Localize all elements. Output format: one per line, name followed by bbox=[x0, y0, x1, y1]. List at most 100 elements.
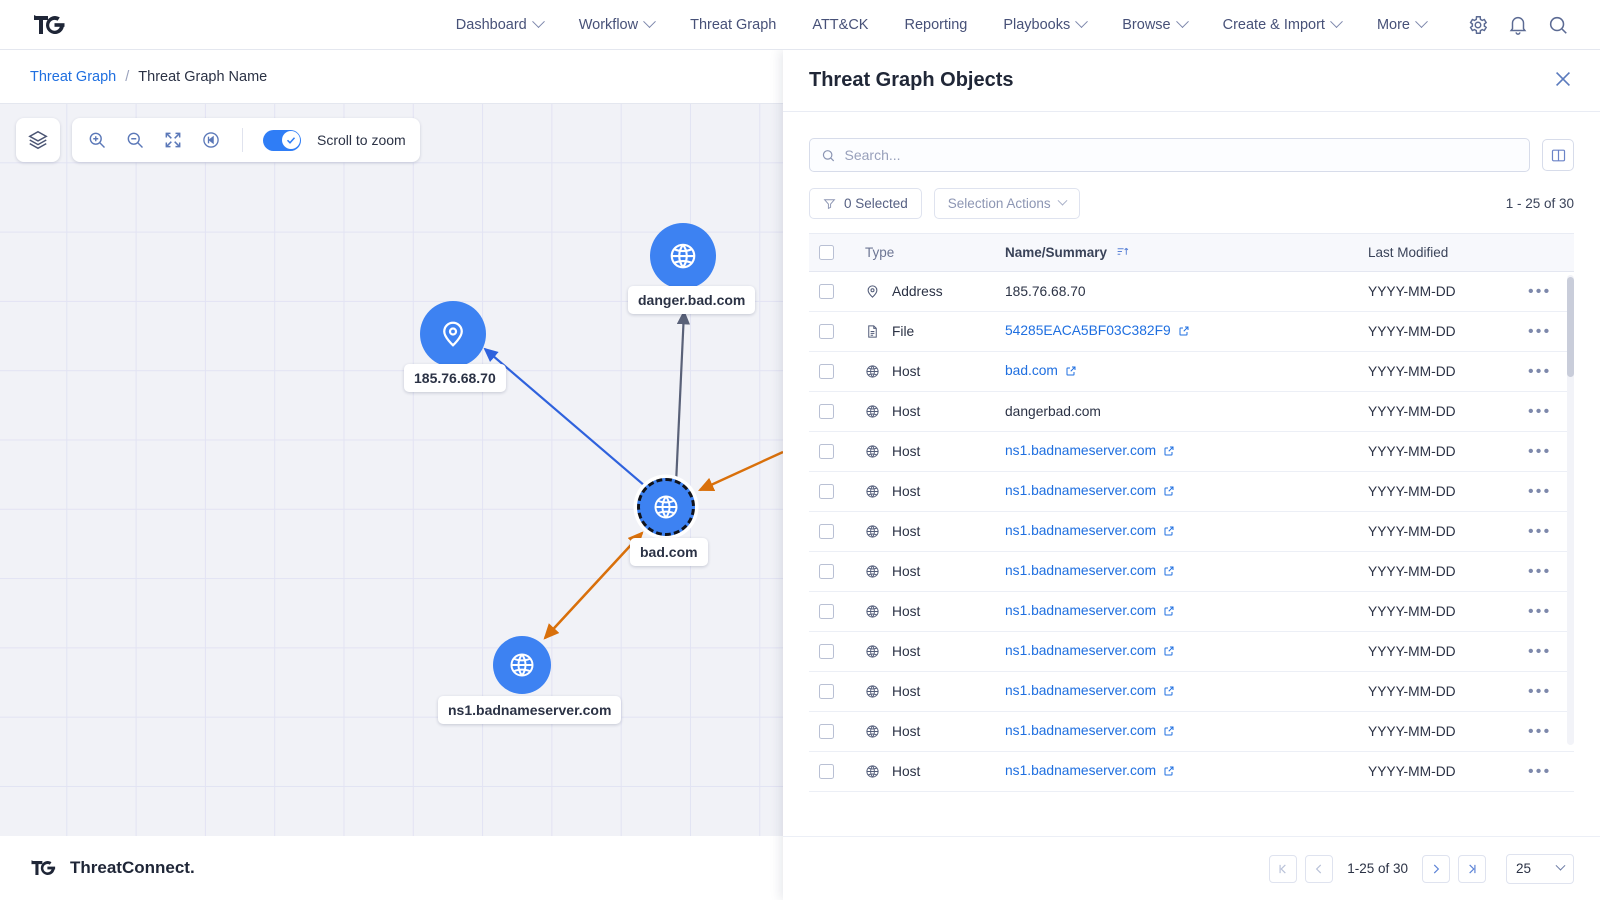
split-panel-icon[interactable] bbox=[1542, 139, 1574, 171]
row-name-cell[interactable]: ns1.badnameserver.com bbox=[995, 551, 1358, 592]
row-actions-menu-icon[interactable]: ••• bbox=[1518, 711, 1574, 752]
header-type[interactable]: Type bbox=[855, 233, 995, 272]
row-checkbox-cell[interactable] bbox=[809, 311, 855, 352]
reset-view-icon[interactable] bbox=[200, 129, 222, 151]
nav-item-more[interactable]: More bbox=[1359, 0, 1444, 50]
row-checkbox[interactable] bbox=[819, 284, 834, 299]
graph-node-label-danger-bad-com[interactable]: danger.bad.com bbox=[628, 286, 756, 314]
scroll-to-zoom-toggle[interactable] bbox=[263, 129, 301, 151]
search-box[interactable] bbox=[809, 138, 1530, 172]
graph-node-bad-com[interactable] bbox=[637, 478, 695, 536]
threat-graph-canvas[interactable]: danger.bad.com 185.76.68.70 bad.com ns1.… bbox=[0, 104, 783, 836]
row-name-value[interactable]: ns1.badnameserver.com bbox=[1005, 523, 1157, 538]
open-external-icon[interactable] bbox=[1163, 445, 1175, 460]
open-external-icon[interactable] bbox=[1163, 645, 1175, 660]
row-actions-menu-icon[interactable]: ••• bbox=[1518, 471, 1574, 512]
selection-actions-button[interactable]: Selection Actions bbox=[933, 188, 1080, 219]
header-select-all[interactable] bbox=[809, 233, 855, 272]
next-page-icon[interactable] bbox=[1422, 854, 1450, 883]
row-checkbox[interactable] bbox=[819, 684, 834, 699]
row-name-cell[interactable]: 185.76.68.70 bbox=[995, 271, 1358, 312]
row-checkbox[interactable] bbox=[819, 404, 834, 419]
graph-node-danger-bad-com[interactable] bbox=[650, 223, 716, 289]
row-actions-menu-icon[interactable]: ••• bbox=[1518, 551, 1574, 592]
graph-node-label-address[interactable]: 185.76.68.70 bbox=[404, 364, 506, 392]
row-name-cell[interactable]: ns1.badnameserver.com bbox=[995, 711, 1358, 752]
graph-node-label-ns1[interactable]: ns1.badnameserver.com bbox=[438, 696, 622, 724]
row-checkbox[interactable] bbox=[819, 364, 834, 379]
open-external-icon[interactable] bbox=[1163, 525, 1175, 540]
row-name-cell[interactable]: ns1.badnameserver.com bbox=[995, 471, 1358, 512]
select-all-checkbox[interactable] bbox=[819, 245, 834, 260]
nav-item-browse[interactable]: Browse bbox=[1104, 0, 1204, 50]
row-name-value[interactable]: ns1.badnameserver.com bbox=[1005, 603, 1157, 618]
previous-page-icon[interactable] bbox=[1305, 854, 1334, 883]
zoom-out-icon[interactable] bbox=[124, 129, 146, 151]
row-name-cell[interactable]: ns1.badnameserver.com bbox=[995, 591, 1358, 632]
selected-count-button[interactable]: 0 Selected bbox=[809, 188, 922, 219]
search-icon[interactable] bbox=[1546, 13, 1570, 37]
row-checkbox-cell[interactable] bbox=[809, 711, 855, 752]
last-page-icon[interactable] bbox=[1458, 854, 1486, 883]
row-name-value[interactable]: bad.com bbox=[1005, 363, 1058, 378]
nav-item-create-and-import[interactable]: Create & Import bbox=[1205, 0, 1359, 50]
graph-node-ns1-badnameserver-com[interactable] bbox=[493, 636, 551, 694]
row-checkbox-cell[interactable] bbox=[809, 511, 855, 552]
open-external-icon[interactable] bbox=[1163, 725, 1175, 740]
header-name-summary[interactable]: Name/Summary bbox=[995, 233, 1358, 272]
search-input[interactable] bbox=[844, 147, 1518, 163]
row-name-cell[interactable]: ns1.badnameserver.com bbox=[995, 631, 1358, 672]
row-checkbox[interactable] bbox=[819, 484, 834, 499]
row-checkbox-cell[interactable] bbox=[809, 391, 855, 432]
nav-item-playbooks[interactable]: Playbooks bbox=[985, 0, 1104, 50]
bell-icon[interactable] bbox=[1506, 13, 1530, 37]
row-name-cell[interactable]: dangerbad.com bbox=[995, 391, 1358, 432]
fit-to-screen-icon[interactable] bbox=[162, 129, 184, 151]
row-checkbox-cell[interactable] bbox=[809, 751, 855, 792]
row-name-cell[interactable]: ns1.badnameserver.com bbox=[995, 511, 1358, 552]
row-actions-menu-icon[interactable]: ••• bbox=[1518, 431, 1574, 472]
nav-item-threat-graph[interactable]: Threat Graph bbox=[672, 0, 794, 50]
row-checkbox[interactable] bbox=[819, 604, 834, 619]
row-actions-menu-icon[interactable]: ••• bbox=[1518, 391, 1574, 432]
row-name-cell[interactable]: ns1.badnameserver.com bbox=[995, 431, 1358, 472]
open-external-icon[interactable] bbox=[1065, 365, 1077, 380]
objects-table-scroll-area[interactable]: Type Name/Summary Last Modified Addres bbox=[809, 233, 1574, 836]
row-name-value[interactable]: ns1.badnameserver.com bbox=[1005, 483, 1157, 498]
row-checkbox[interactable] bbox=[819, 764, 834, 779]
row-actions-menu-icon[interactable]: ••• bbox=[1518, 751, 1574, 792]
row-checkbox[interactable] bbox=[819, 444, 834, 459]
open-external-icon[interactable] bbox=[1163, 685, 1175, 700]
page-size-select[interactable]: 25 bbox=[1506, 853, 1574, 884]
open-external-icon[interactable] bbox=[1178, 325, 1190, 340]
row-name-value[interactable]: ns1.badnameserver.com bbox=[1005, 763, 1157, 778]
row-checkbox-cell[interactable] bbox=[809, 671, 855, 712]
row-actions-menu-icon[interactable]: ••• bbox=[1518, 631, 1574, 672]
row-checkbox[interactable] bbox=[819, 724, 834, 739]
row-checkbox[interactable] bbox=[819, 564, 834, 579]
threatconnect-logo-icon[interactable] bbox=[32, 11, 78, 39]
row-name-value[interactable]: ns1.badnameserver.com bbox=[1005, 563, 1157, 578]
row-actions-menu-icon[interactable]: ••• bbox=[1518, 311, 1574, 352]
graph-node-address-185-76-68-70[interactable] bbox=[420, 301, 486, 367]
row-checkbox-cell[interactable] bbox=[809, 591, 855, 632]
open-external-icon[interactable] bbox=[1163, 605, 1175, 620]
row-checkbox-cell[interactable] bbox=[809, 431, 855, 472]
row-name-cell[interactable]: bad.com bbox=[995, 351, 1358, 392]
open-external-icon[interactable] bbox=[1163, 765, 1175, 780]
row-name-cell[interactable]: ns1.badnameserver.com bbox=[995, 751, 1358, 792]
row-actions-menu-icon[interactable]: ••• bbox=[1518, 591, 1574, 632]
row-actions-menu-icon[interactable]: ••• bbox=[1518, 671, 1574, 712]
row-name-value[interactable]: 54285EACA5BF03C382F9 bbox=[1005, 323, 1171, 338]
nav-item-dashboard[interactable]: Dashboard bbox=[438, 0, 561, 50]
